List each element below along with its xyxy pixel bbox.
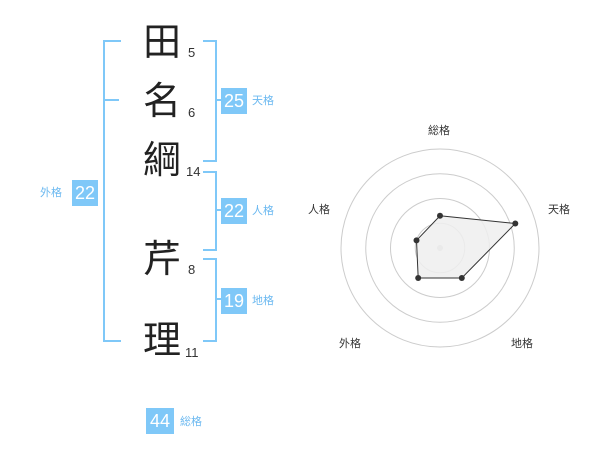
gaikaku-label: 外格 bbox=[40, 186, 62, 199]
tenkaku-bracket-tick bbox=[215, 99, 221, 101]
jinkaku-value: 22 bbox=[221, 198, 247, 224]
gaikaku-bracket-tick bbox=[103, 99, 119, 101]
radar-point-2 bbox=[512, 220, 519, 227]
jinkaku-bracket-tick bbox=[215, 209, 221, 211]
name-char-1: 田 bbox=[143, 20, 182, 64]
chikaku-bracket-tick bbox=[215, 298, 221, 300]
radar-grid-ring-4 bbox=[340, 148, 540, 348]
radar-axis-label-tenkaku: 天格 bbox=[548, 203, 570, 216]
chikaku-bracket bbox=[203, 258, 217, 342]
stroke-count-5: 11 bbox=[185, 345, 199, 360]
soukaku-label: 総格 bbox=[180, 415, 202, 428]
name-char-3: 綱 bbox=[143, 138, 182, 182]
jinkaku-bracket bbox=[203, 171, 217, 251]
jinkaku-label: 人格 bbox=[252, 204, 274, 217]
tenkaku-bracket bbox=[203, 40, 217, 162]
radar-grid-ring-3 bbox=[365, 173, 515, 323]
chikaku-value: 19 bbox=[221, 288, 247, 314]
tenkaku-label: 天格 bbox=[252, 94, 274, 107]
chikaku-label: 地格 bbox=[252, 294, 274, 307]
gaikaku-value: 22 bbox=[72, 180, 98, 206]
radar-series-polygon bbox=[415, 215, 517, 279]
stroke-count-2: 6 bbox=[188, 105, 196, 120]
radar-axis-label-chikaku: 地格 bbox=[511, 337, 533, 350]
name-char-2: 名 bbox=[143, 79, 182, 123]
radar-point-1 bbox=[437, 212, 443, 219]
radar-axis-label-gaikaku: 外格 bbox=[339, 337, 361, 350]
name-char-5: 理 bbox=[143, 318, 182, 362]
radar-point-3 bbox=[458, 275, 465, 281]
stroke-count-3: 14 bbox=[186, 164, 201, 179]
radar-point-5 bbox=[413, 237, 420, 244]
soukaku-value: 44 bbox=[146, 408, 174, 434]
radar-point-4 bbox=[415, 275, 422, 281]
radar-axis-label-soukaku: 総格 bbox=[428, 124, 450, 137]
stroke-count-4: 8 bbox=[188, 262, 196, 277]
radar-axis-label-jinkaku: 人格 bbox=[308, 203, 330, 216]
name-char-4: 芹 bbox=[143, 237, 182, 281]
tenkaku-value: 25 bbox=[221, 88, 247, 114]
gaikaku-bracket bbox=[103, 40, 121, 342]
stroke-count-1: 5 bbox=[188, 45, 196, 60]
